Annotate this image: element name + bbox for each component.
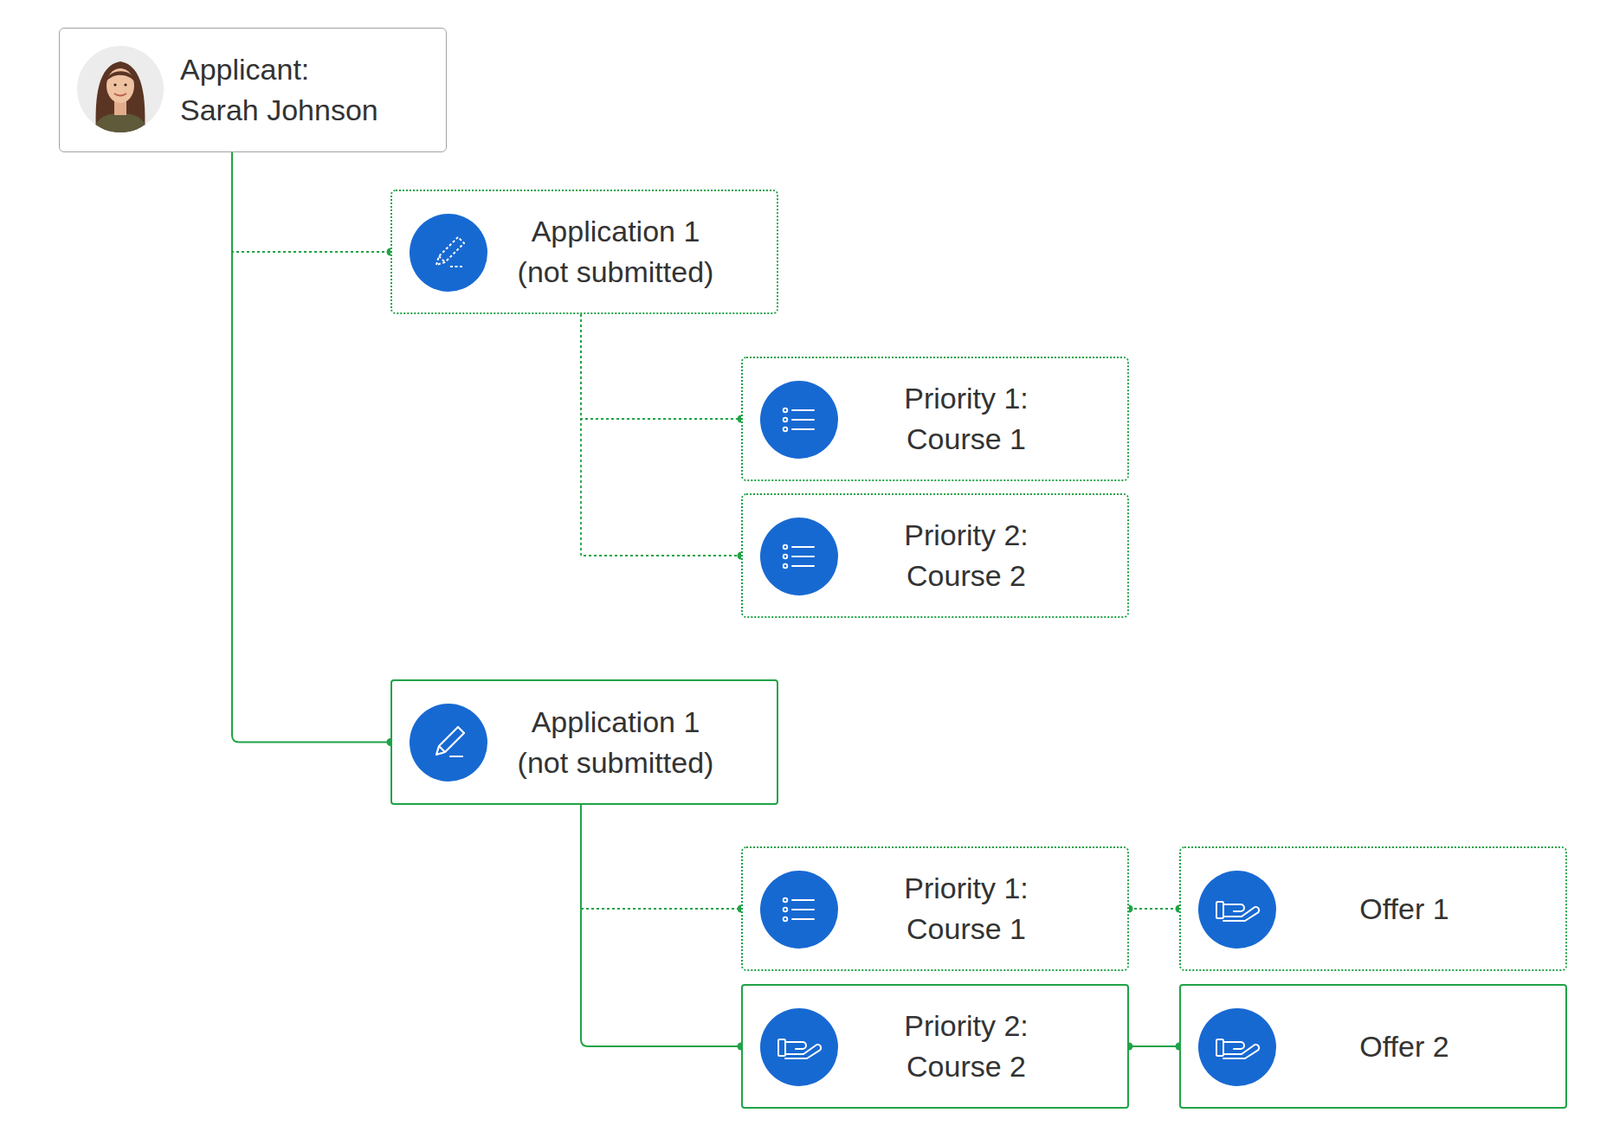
- node-label: Offer 2: [1309, 1026, 1500, 1068]
- node-label: Application 1 (not submitted): [509, 211, 723, 293]
- process-box: Priority 1: Course 1: [741, 846, 1130, 972]
- process-box: Application 1 (not submitted): [390, 679, 779, 806]
- node-label: Offer 1: [1309, 889, 1500, 930]
- connector-line: [580, 805, 742, 1047]
- text-wrap: Priority 1: Course 1: [870, 358, 1062, 480]
- node-label: Priority 1: Course 1: [870, 378, 1062, 460]
- applicant-avatar: [77, 45, 164, 133]
- hand-icon: [1198, 870, 1277, 949]
- pencil-dash-icon: [409, 213, 488, 292]
- node-label: Application 1 (not submitted): [509, 702, 723, 784]
- node-label: Priority 1: Course 1: [870, 868, 1062, 950]
- connector-line: [580, 314, 742, 556]
- list-icon: [760, 380, 839, 459]
- connector-line: [1129, 908, 1180, 910]
- process-box: Offer 2: [1179, 984, 1568, 1110]
- process-box: Offer 1: [1179, 846, 1568, 972]
- text-wrap: Offer 1: [1309, 848, 1500, 970]
- process-box: Application 1 (not submitted): [390, 189, 779, 315]
- list-icon: [760, 517, 839, 596]
- connector-line: [1129, 1045, 1180, 1048]
- text-wrap: Priority 2: Course 2: [870, 986, 1062, 1108]
- connector-line: [232, 152, 391, 252]
- node-label: Applicant: Sarah Johnson: [180, 49, 387, 131]
- node-label: Priority 2: Course 2: [870, 515, 1062, 597]
- hand-icon: [760, 1008, 839, 1087]
- process-box: Priority 1: Course 1: [741, 356, 1130, 482]
- list-icon: [760, 870, 839, 949]
- hand-icon: [1198, 1008, 1277, 1087]
- text-wrap: Application 1 (not submitted): [509, 681, 723, 804]
- node-label: Priority 2: Course 2: [870, 1006, 1062, 1088]
- pencil-icon: [409, 703, 488, 782]
- connector-line: [580, 805, 742, 910]
- text-wrap: Application 1 (not submitted): [509, 191, 723, 313]
- applicant-box: Applicant: Sarah Johnson: [58, 27, 447, 153]
- text-wrap: Priority 1: Course 1: [870, 848, 1062, 970]
- text-wrap: Applicant: Sarah Johnson: [180, 28, 387, 152]
- process-box: Priority 2: Course 2: [741, 984, 1130, 1110]
- connector-line: [232, 152, 391, 743]
- process-box: Priority 2: Course 2: [741, 493, 1130, 619]
- text-wrap: Offer 2: [1309, 986, 1500, 1108]
- text-wrap: Priority 2: Course 2: [870, 495, 1062, 617]
- connector-line: [580, 314, 742, 420]
